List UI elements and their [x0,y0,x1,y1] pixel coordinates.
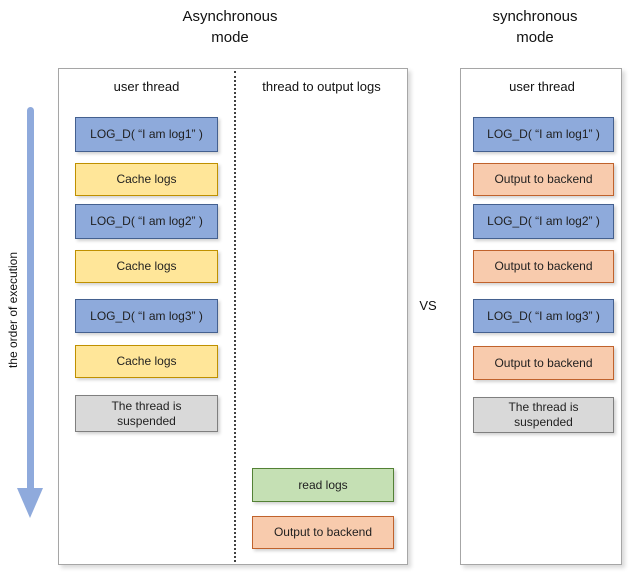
step-output-backend: Output to backend [252,516,394,549]
step-log-d-3: LOG_D( “I am log3” ) [75,299,218,333]
synchronous-mode-title: synchronous mode [492,8,578,46]
step-thread-suspended: The thread is suspended [75,395,218,432]
step-cache-logs-1: Cache logs [75,163,218,196]
step-cache-logs-3: Cache logs [75,345,218,378]
down-arrow-icon [17,488,43,518]
step-read-logs: read logs [252,468,394,502]
synchronous-panel: user thread LOG_D( “I am log1” ) Output … [460,68,622,565]
step-output-backend-3: Output to backend [473,346,614,380]
vs-label: VS [419,298,437,313]
user-thread-header: user thread [113,79,180,94]
output-thread-header: thread to output logs [262,79,381,94]
execution-order-label: the order of execution [6,251,20,369]
asynchronous-panel: user thread thread to output logs LOG_D(… [58,68,408,565]
arrow-line [27,107,34,489]
step-log-d-1: LOG_D( “I am log1” ) [75,117,218,152]
step-output-backend-1: Output to backend [473,163,614,196]
thread-divider [234,71,236,562]
step-log-d-2: LOG_D( “I am log2” ) [75,204,218,239]
user-thread-header: user thread [509,79,575,94]
asynchronous-mode-title: Asynchronous mode [182,8,278,46]
step-log-d-2: LOG_D( “I am log2” ) [473,204,614,239]
step-cache-logs-2: Cache logs [75,250,218,283]
step-output-backend-2: Output to backend [473,250,614,283]
step-log-d-1: LOG_D( “I am log1” ) [473,117,614,152]
step-log-d-3: LOG_D( “I am log3” ) [473,299,614,333]
step-thread-suspended: The thread is suspended [473,397,614,433]
